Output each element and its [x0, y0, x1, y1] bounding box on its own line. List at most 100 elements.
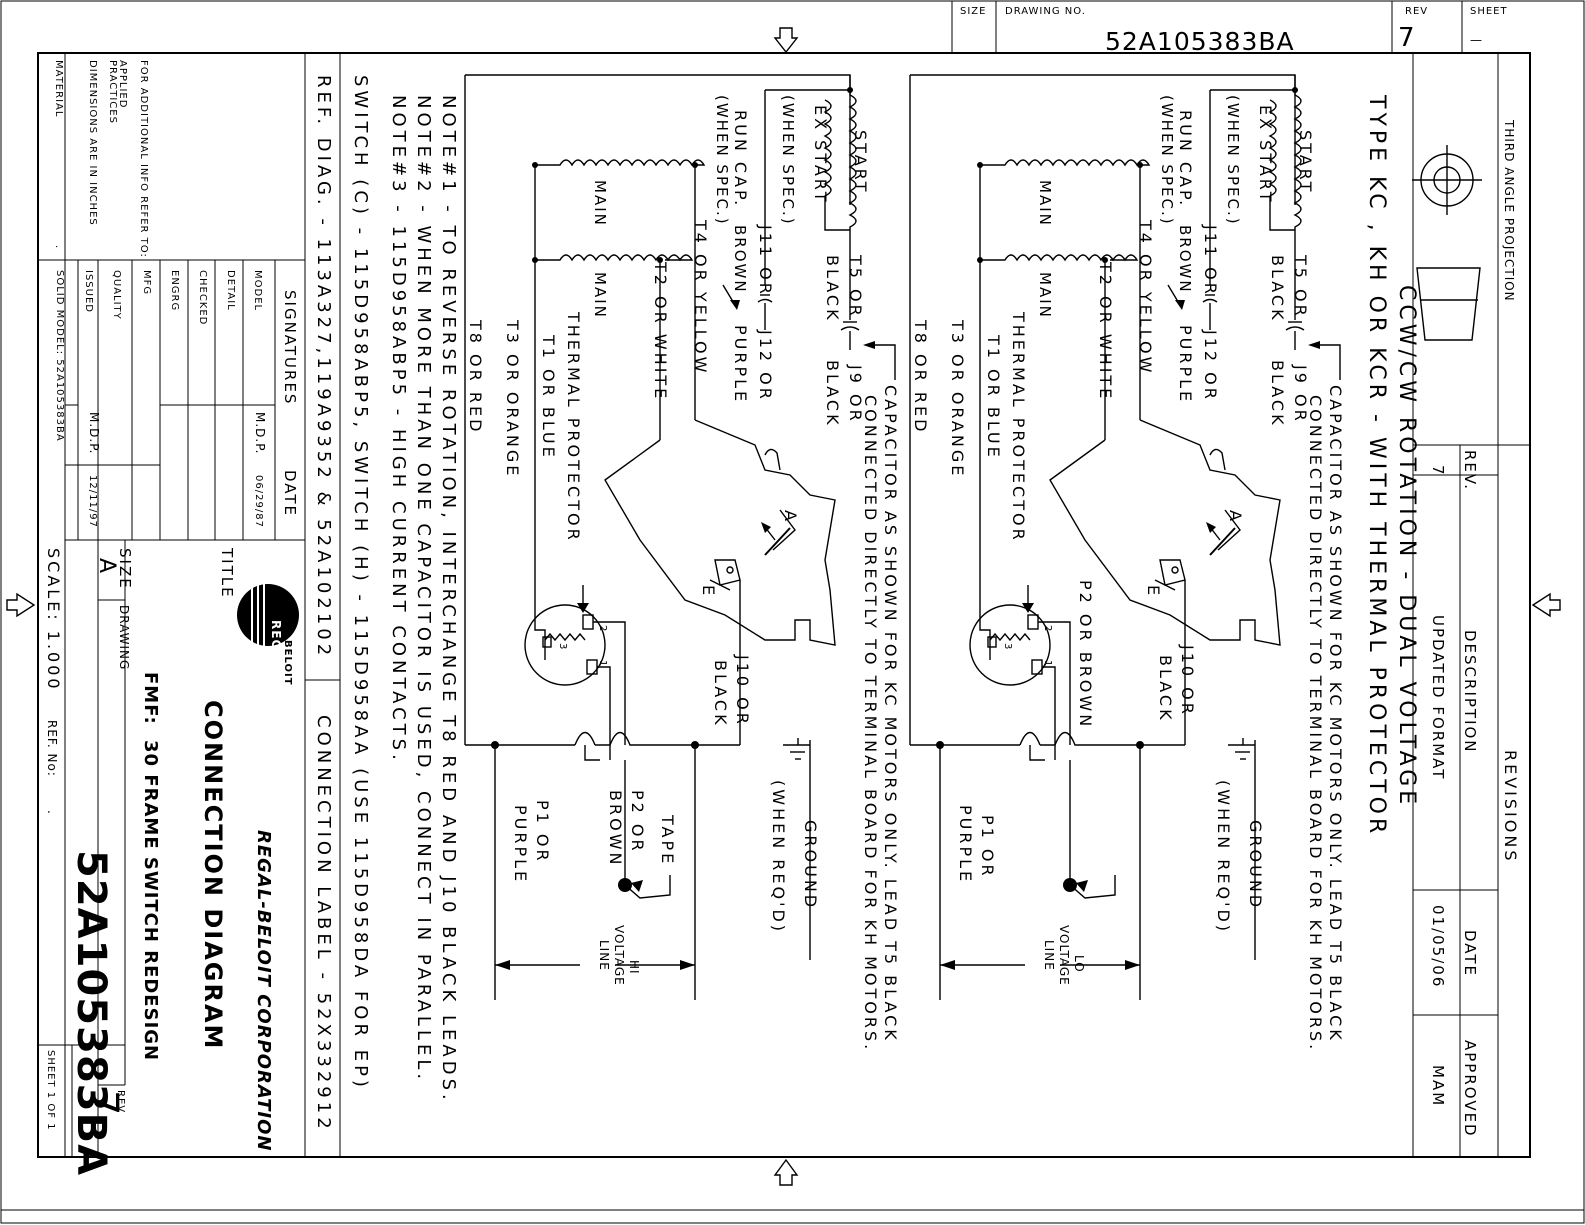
lo-when-spec-2: (WHEN SPEC.): [1158, 95, 1176, 226]
approved-col: APPROVED: [1461, 1040, 1479, 1138]
hi-brown-2-label: BROWN: [606, 790, 625, 867]
hi-j9-label: J9 OR: [846, 364, 865, 424]
size-label-left: SIZE: [116, 548, 134, 590]
lo-when-spec-label: (WHEN SPEC.): [1224, 95, 1242, 226]
lo-t3-label: T3 OR ORANGE: [948, 319, 967, 478]
hi-j11-label: J11 OR: [756, 224, 775, 297]
hi-cap-note-1: CAPACITOR AS SHOWN FOR KC MOTORS ONLY. L…: [881, 385, 900, 1043]
lo-cap-note-1: CAPACITOR AS SHOWN FOR KC MOTORS ONLY. L…: [1326, 385, 1345, 1043]
hi-j10-label: J10 OR: [733, 654, 752, 727]
hi-start-label: START: [851, 130, 870, 194]
diagram-subtitle: CCW/CW ROTATION - DUAL VOLTAGE: [1394, 285, 1419, 808]
third-angle-projection: THIRD ANGLE PROJECTION: [1502, 119, 1516, 302]
lo-purple-2-label: PURPLE: [956, 805, 975, 884]
rev-label: REV: [1405, 6, 1428, 17]
hi-t3-label: T3 OR ORANGE: [503, 319, 522, 478]
lo-black-label: BLACK: [1268, 255, 1287, 323]
hi-t8-label: T8 OR RED: [466, 319, 485, 434]
drawing-no-label: DRAWING NO.: [1005, 6, 1086, 17]
hi-t1-label: T1 OR BLUE: [539, 334, 558, 460]
practices: PRACTICES: [107, 60, 118, 124]
lo-term-2: 2: [1042, 625, 1053, 632]
drawing-label: DRAWING: [117, 605, 131, 670]
lo-j12-label: J12 OR: [1201, 329, 1220, 402]
lo-t4-label: T4 OR YELLOW: [1136, 219, 1155, 375]
ref-diagram-note: REF. DIAG. - 113A327,119A9352 & 52A10210…: [313, 75, 334, 659]
lo-j9-label: J9 OR: [1291, 364, 1310, 424]
hi-contact-a: A: [781, 510, 800, 524]
lo-when-req-label: (WHEN REQ'D): [1214, 780, 1233, 934]
hi-black-3-label: BLACK: [711, 660, 730, 728]
lo-main-1-label: MAIN: [1036, 180, 1054, 227]
lo-thermal-label: THERMAL PROTECTOR: [1009, 311, 1028, 543]
lo-t5-label: T5 OR: [1291, 254, 1310, 319]
title-label: TITLE: [218, 547, 236, 599]
hi-when-spec-label: (WHEN SPEC.): [779, 95, 797, 226]
dimensions-note: DIMENSIONS ARE IN INCHES: [87, 60, 98, 226]
mfg-label: MFG: [141, 270, 152, 295]
hi-t4-label: T4 OR YELLOW: [691, 219, 710, 375]
hi-black-2-label: BLACK: [823, 360, 842, 428]
hi-black-label: BLACK: [823, 255, 842, 323]
big-rev-value: 7: [80, 1090, 126, 1115]
fmf-label: FMF:: [140, 672, 161, 725]
issued-signature: M.D.P.: [87, 412, 101, 454]
material: MATERIAL: [53, 60, 64, 117]
model-signature: M.D.P.: [253, 412, 267, 454]
regal-beloit-logo: REGAL BELOIT: [237, 584, 299, 686]
rev-label-left: REV: [115, 1090, 126, 1113]
lo-black-2-label: BLACK: [1268, 360, 1287, 428]
hi-when-req-label: (WHEN REQ'D): [769, 780, 788, 934]
lo-p1-label: P1 OR: [978, 815, 997, 879]
lo-j11-label: J11 OR: [1201, 224, 1220, 297]
svg-text:REGAL: REGAL: [269, 620, 283, 669]
hi-j12-label: J12 OR: [756, 329, 775, 402]
hi-thermal-label: THERMAL PROTECTOR: [564, 311, 583, 543]
model-label: MODEL: [252, 270, 263, 311]
lo-cap-note-2: CONNECTED DIRECTLY TO TERMINAL BOARD FOR…: [1306, 395, 1325, 1052]
lo-ex-start-label: EX START: [1256, 105, 1275, 205]
hi-purple-label: PURPLE: [731, 325, 750, 404]
date-col: DATE: [1461, 930, 1479, 977]
scale: SCALE: 1.000: [44, 548, 63, 692]
hi-when-spec-2: (WHEN SPEC.): [713, 95, 731, 226]
lo-ground-label: GROUND: [1246, 820, 1265, 910]
hi-contact-e: E: [699, 585, 718, 598]
note-3: NOTE#3 - 115D958ABP5 - HIGH CURRENT CONT…: [388, 95, 409, 764]
hi-voltage-label: VOLTAGE: [612, 925, 626, 986]
hi-p1-label: P1 OR: [533, 800, 552, 864]
lo-contact-e: E: [1144, 585, 1163, 598]
lo-t8-label: T8 OR RED: [911, 319, 930, 434]
rev-row-rev: 7: [1429, 465, 1447, 477]
checked-label: CHECKED: [197, 270, 208, 325]
info-ref: FOR ADDITIONAL INFO REFER TO:: [138, 60, 149, 258]
rev-row-approved: MAM: [1429, 1065, 1447, 1107]
rev-value: 7: [1398, 23, 1415, 53]
size-value: A: [94, 558, 119, 573]
applied: APPLIED: [117, 60, 128, 108]
note-2: NOTE#2 - WHEN MORE THAN ONE CAPACITOR IS…: [413, 95, 434, 1083]
hi-p2-label: P2 OR: [628, 790, 647, 854]
sheet-label: SHEET: [1470, 6, 1508, 17]
issued-label: ISSUED: [83, 270, 94, 313]
lo-contact-a: A: [1226, 510, 1245, 524]
model-date: 06/29/87: [253, 475, 264, 528]
company-name: REGAL-BELOIT CORPORATION: [253, 830, 274, 1151]
revisions-header: REVISIONS: [1501, 750, 1520, 863]
signatures-header: SIGNATURES: [281, 290, 299, 405]
desc-col: DESCRIPTION: [1461, 630, 1479, 754]
lo-black-3-label: BLACK: [1156, 655, 1175, 723]
lo-run-cap-label: RUN CAP.: [1176, 110, 1195, 208]
hi-term-3: 3: [557, 643, 568, 650]
engrg-label: ENGRG: [169, 270, 180, 311]
lo-j10-label: J10 OR: [1178, 644, 1197, 717]
ref-no-value: .: [45, 810, 59, 815]
hi-ground-label: GROUND: [801, 820, 820, 910]
hi-cap-note-2: CONNECTED DIRECTLY TO TERMINAL BOARD FOR…: [861, 395, 880, 1052]
lo-purple-label: PURPLE: [1176, 325, 1195, 404]
svg-text:BELOIT: BELOIT: [282, 640, 293, 686]
ref-no: REF. No:: [45, 720, 59, 777]
hi-ex-start-label: EX START: [811, 105, 830, 205]
big-drawing-number: 52A105383BA: [68, 850, 114, 1176]
